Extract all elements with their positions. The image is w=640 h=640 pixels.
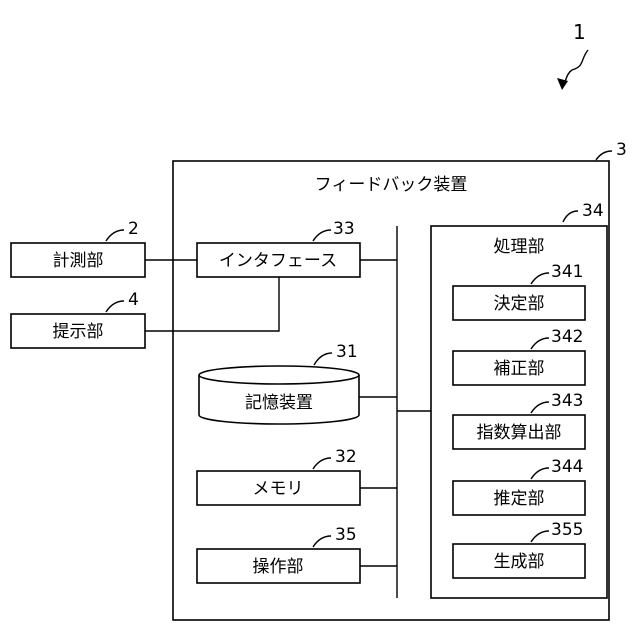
- svg-text:341: 341: [551, 262, 583, 282]
- present-unit-label: 提示部: [53, 322, 104, 342]
- generation-label: 生成部: [494, 552, 545, 572]
- correction-label: 補正部: [494, 359, 545, 379]
- storage-cylinder-top: [199, 366, 359, 384]
- svg-text:4: 4: [128, 290, 139, 310]
- svg-text:33: 33: [333, 219, 355, 239]
- operation-label: 操作部: [253, 557, 304, 577]
- device-ref-leader: [596, 151, 612, 160]
- figure-ref-1: 1: [557, 20, 588, 90]
- processor-title: 処理部: [494, 237, 545, 257]
- storage-label: 記憶装置: [245, 393, 313, 413]
- decision-label: 決定部: [494, 294, 545, 314]
- device-title: フィードバック装置: [315, 175, 468, 195]
- svg-text:1: 1: [573, 20, 586, 44]
- measure-unit-label: 計測部: [53, 251, 104, 271]
- memory-label: メモリ: [253, 479, 304, 499]
- svg-text:342: 342: [551, 327, 583, 347]
- svg-text:344: 344: [551, 457, 583, 477]
- interface-label: インタフェース: [219, 251, 337, 271]
- present-ref-leader: [106, 301, 124, 312]
- svg-text:35: 35: [335, 525, 357, 545]
- index-calc-label: 指数算出部: [477, 423, 562, 443]
- measure-ref-leader: [106, 230, 124, 241]
- svg-text:2: 2: [128, 219, 139, 239]
- svg-text:343: 343: [551, 391, 583, 411]
- svg-text:3: 3: [616, 140, 627, 160]
- svg-text:355: 355: [551, 520, 583, 540]
- svg-text:32: 32: [335, 447, 357, 467]
- svg-text:34: 34: [582, 201, 604, 221]
- estimation-label: 推定部: [494, 489, 545, 509]
- svg-text:31: 31: [336, 342, 358, 362]
